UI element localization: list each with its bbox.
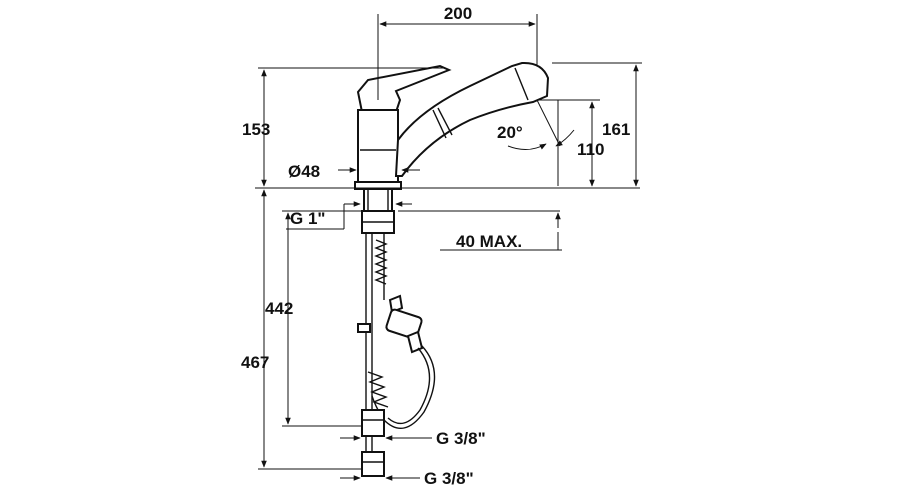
dimension-pullout-angle: 20°	[497, 99, 575, 150]
hose-length-long-label: 467	[241, 353, 269, 372]
spout-reach-label: 200	[444, 4, 472, 23]
dimension-connection-lower: G 3/8"	[340, 469, 474, 488]
hose-counterweight	[385, 294, 424, 354]
body-cylinder	[357, 109, 399, 183]
dimension-outlet-height: 110	[537, 99, 604, 187]
supply-hoses	[357, 233, 436, 477]
shank-thread-label: G 1"	[290, 209, 325, 228]
body-height-label: 153	[242, 120, 270, 139]
dimension-base-diameter: Ø48	[288, 162, 420, 181]
dimension-spout-height: 161	[552, 62, 642, 187]
dimension-max-deck-thickness: 40 MAX.	[398, 210, 562, 251]
dimension-hose-length-short: 442	[265, 210, 362, 427]
faucet-body	[354, 61, 550, 234]
pullout-spout	[394, 61, 550, 177]
fitting-lower	[361, 451, 385, 477]
connection-upper-label: G 3/8"	[436, 429, 486, 448]
hose-clip	[357, 323, 371, 333]
dimension-body-height: 153	[242, 67, 640, 189]
dimension-connection-upper: G 3/8"	[340, 429, 486, 448]
pullout-angle-label: 20°	[497, 123, 523, 142]
spout-height-label: 161	[602, 120, 630, 139]
dimension-shank-thread: G 1"	[286, 201, 412, 230]
hose-length-short-label: 442	[265, 299, 293, 318]
outlet-height-label: 110	[577, 140, 604, 159]
connection-lower-label: G 3/8"	[424, 469, 474, 488]
fitting-upper	[361, 409, 385, 437]
pullout-hose-loop	[371, 345, 436, 429]
max-deck-thickness-label: 40 MAX.	[456, 232, 522, 251]
dimension-hose-length-long: 467	[241, 189, 362, 470]
dimension-spout-reach: 200	[377, 4, 538, 100]
base-diameter-label: Ø48	[288, 162, 320, 181]
